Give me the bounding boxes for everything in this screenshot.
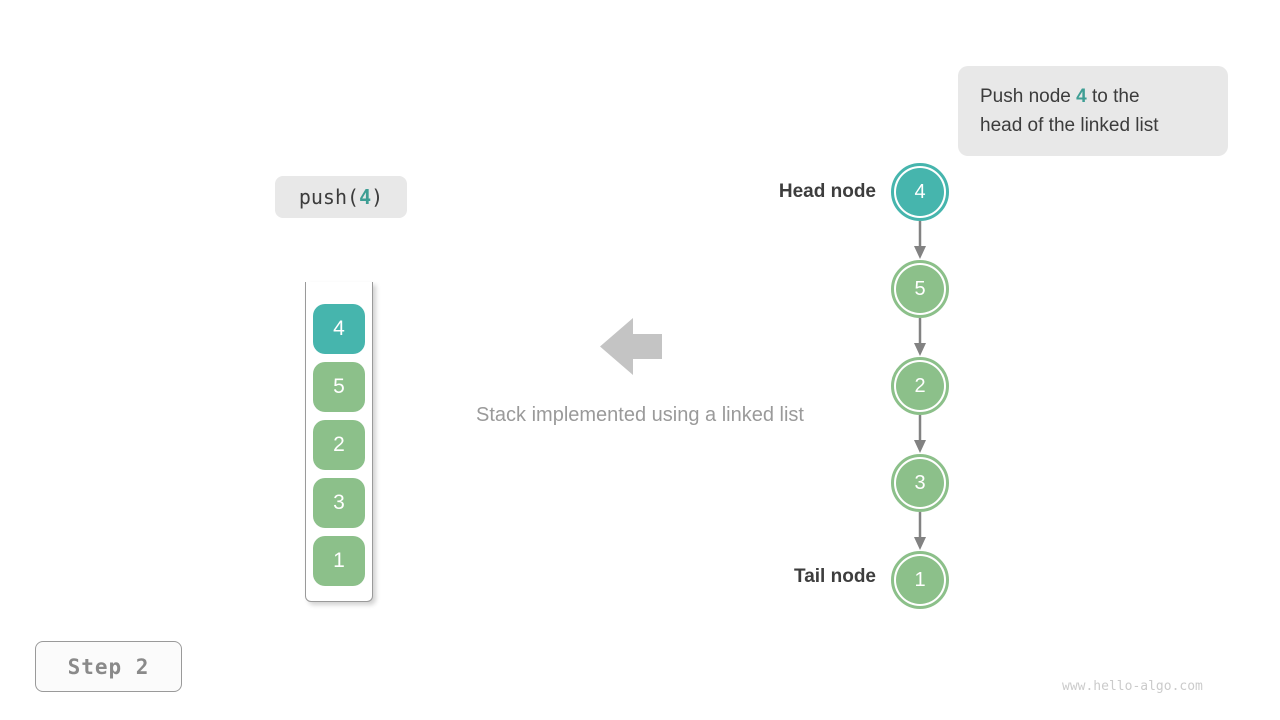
arrow-down-icon [914, 512, 926, 550]
head-node-label: Head node [778, 181, 876, 202]
stack-item: 4 [313, 304, 365, 354]
callout-text: to the [1086, 86, 1140, 107]
operation-value: 4 [359, 185, 372, 209]
linked-list-node: 2 [891, 357, 949, 415]
site-watermark: www.hello-algo.com [1062, 679, 1203, 694]
stack-item: 5 [313, 362, 365, 412]
callout-text: Push node [980, 86, 1077, 107]
linked-list-node: 1 [891, 551, 949, 609]
linked-list-node: 5 [891, 260, 949, 318]
callout-highlight-value: 4 [1076, 86, 1087, 107]
left-block-arrow-icon [600, 318, 662, 375]
tail-node-label: Tail node [794, 566, 876, 587]
linked-list-node: 4 [891, 163, 949, 221]
stack-container: 4 5 2 3 1 [305, 282, 373, 602]
step-badge: Step 2 [35, 641, 182, 692]
stack-item: 1 [313, 536, 365, 586]
stack-item: 2 [313, 420, 365, 470]
callout-line-1: Push node 4 to the [980, 82, 1206, 111]
arrow-down-icon [914, 318, 926, 356]
linked-list: 4 5 2 3 1 [891, 163, 949, 609]
operation-code-chip: push(4) [275, 176, 407, 218]
diagram-caption: Stack implemented using a linked list [476, 404, 804, 426]
callout-line-2: head of the linked list [980, 115, 1159, 136]
arrow-down-icon [914, 221, 926, 259]
stack-item: 3 [313, 478, 365, 528]
arrow-down-icon [914, 415, 926, 453]
callout-bubble: Push node 4 to the head of the linked li… [958, 66, 1228, 156]
operation-text: ) [371, 185, 384, 209]
operation-text: push( [298, 185, 360, 209]
linked-list-node: 3 [891, 454, 949, 512]
